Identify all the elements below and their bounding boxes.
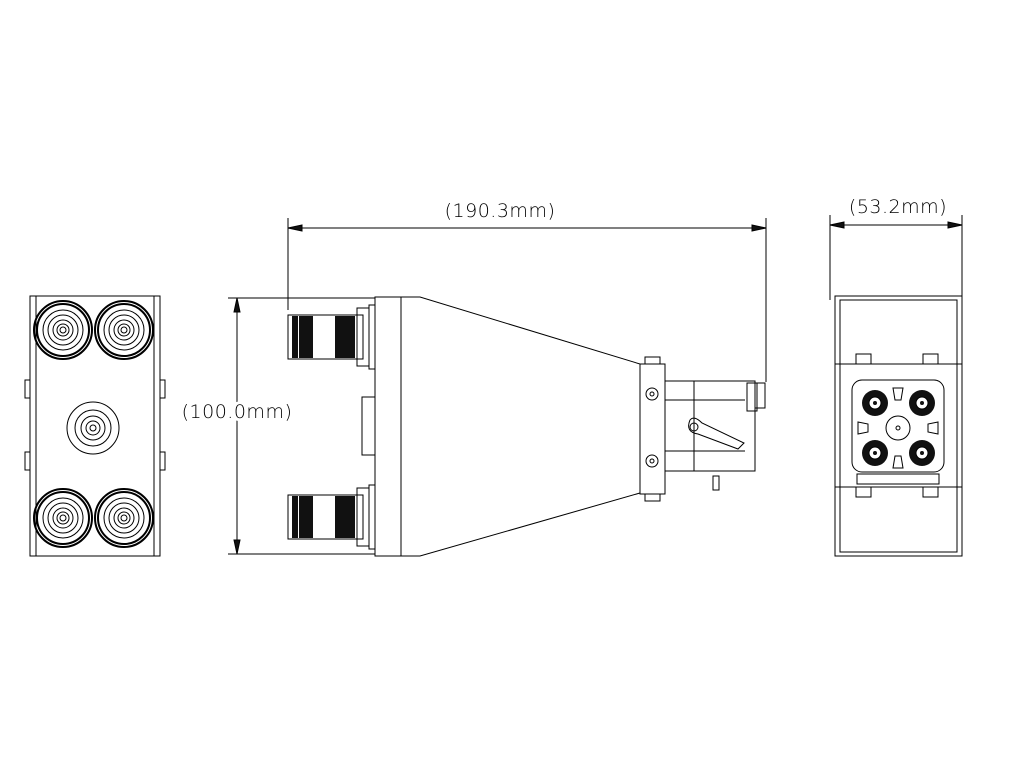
front-view: [24, 295, 166, 557]
length-dimension-label: (190.3mm): [445, 200, 556, 222]
connector-icon: [909, 440, 935, 466]
connector-icon: [33, 300, 93, 360]
connector-icon: [287, 484, 376, 550]
connector-icon: [287, 304, 376, 370]
connector-icon: [862, 440, 888, 466]
front-connectors: [33, 300, 154, 548]
side-connectors: [287, 304, 376, 550]
connector-icon: [94, 300, 154, 360]
connector-icon: [66, 401, 120, 455]
rear-view: [829, 215, 963, 557]
connector-icon: [862, 390, 888, 416]
connector-icon: [909, 390, 935, 416]
side-view: [228, 218, 767, 557]
height-dimension-label: (100.0mm): [182, 401, 293, 423]
connector-icon: [94, 488, 154, 548]
connector-icon: [33, 488, 93, 548]
width-dimension-label: (53.2mm): [849, 196, 947, 218]
rear-connectors: [862, 390, 935, 466]
